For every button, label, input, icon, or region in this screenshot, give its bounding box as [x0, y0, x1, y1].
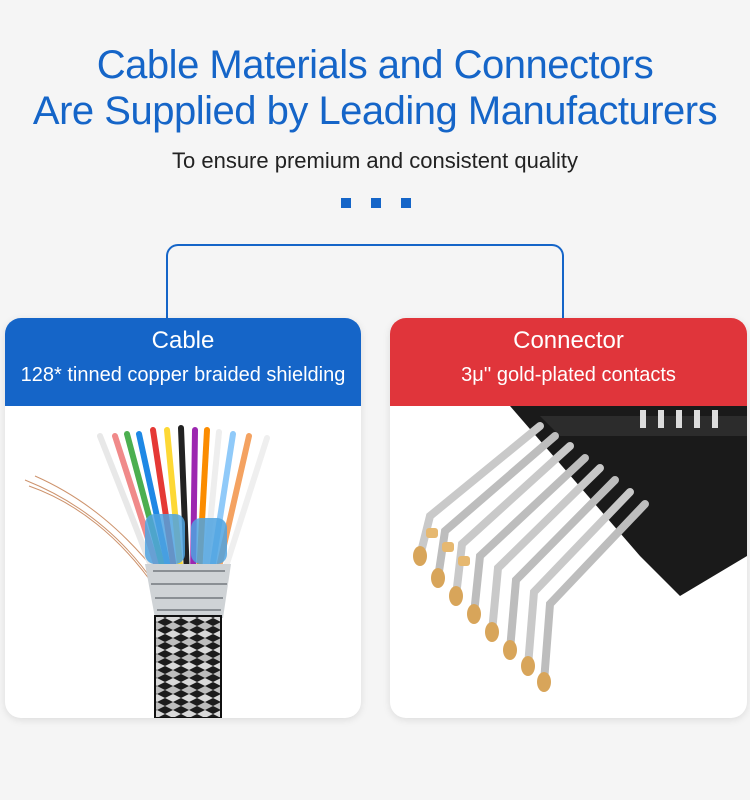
cable-card: Cable 128* tinned copper braided shieldi…	[5, 318, 361, 718]
page-title-line-1: Cable Materials and Connectors	[96, 43, 654, 87]
cable-image	[5, 406, 361, 718]
connector-bracket-line	[166, 244, 564, 320]
page-title-line-2: Are Supplied by Leading Manufacturers	[32, 89, 718, 133]
cable-card-subtitle: 128* tinned copper braided shielding	[20, 364, 346, 386]
connector-illustration	[413, 406, 747, 692]
page-subtitle: To ensure premium and consistent quality	[172, 148, 578, 173]
divider-dot	[371, 198, 381, 208]
connector-card-header: Connector 3μ'' gold-plated contacts	[390, 318, 747, 406]
connector-card-title: Connector	[513, 327, 624, 354]
divider-dot	[341, 198, 351, 208]
connector-card: Connector 3μ'' gold-plated contacts	[390, 318, 747, 718]
cable-illustration	[24, 425, 270, 718]
divider-dots	[341, 198, 411, 208]
cable-card-header: Cable 128* tinned copper braided shieldi…	[5, 318, 361, 406]
connector-image	[390, 406, 747, 718]
divider-dot	[401, 198, 411, 208]
connector-card-subtitle: 3μ'' gold-plated contacts	[461, 364, 676, 386]
cable-card-title: Cable	[151, 327, 215, 354]
